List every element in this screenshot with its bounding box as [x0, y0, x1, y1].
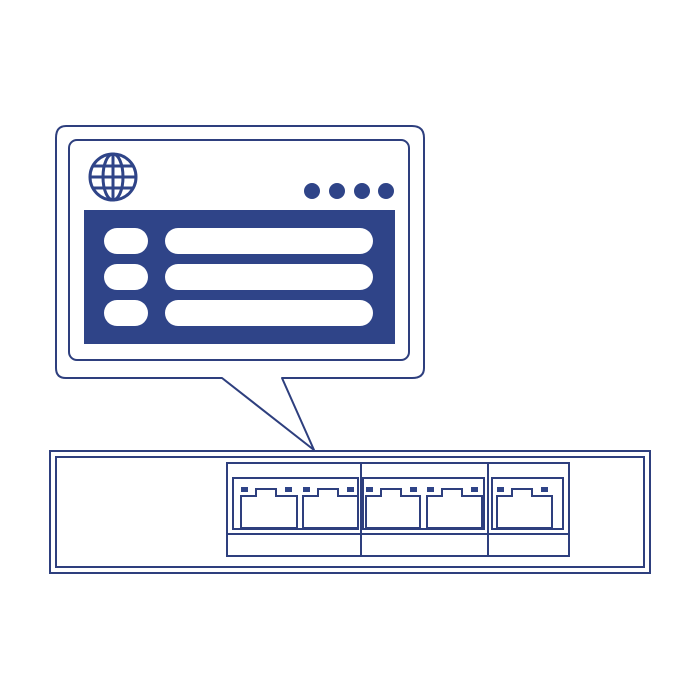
row-field-pill — [165, 300, 373, 326]
switch-outer-frame — [49, 450, 651, 574]
form-rows — [104, 228, 373, 326]
row-label-pill — [104, 228, 148, 254]
menu-dots-icon — [304, 183, 394, 199]
ethernet-port-icon — [302, 487, 359, 529]
row-field-pill — [165, 228, 373, 254]
ethernet-port-icon — [496, 487, 553, 529]
switch-inner-frame — [55, 456, 645, 568]
port-group-frame — [232, 477, 359, 530]
ethernet-ports — [240, 487, 553, 529]
row-label-pill — [104, 300, 148, 326]
callout-bubble — [55, 125, 425, 451]
globe-icon — [88, 152, 138, 202]
network-switch — [49, 450, 651, 574]
ethernet-port-icon — [426, 487, 483, 529]
ethernet-port-icon — [365, 487, 421, 529]
row-label-pill — [104, 264, 148, 290]
browser-window — [68, 139, 410, 361]
callout-outline — [55, 125, 425, 451]
browser-window-frame — [68, 139, 410, 361]
row-field-pill — [165, 264, 373, 290]
port-group-frame — [362, 477, 485, 530]
port-bay — [226, 462, 570, 557]
ethernet-port-icon — [240, 487, 298, 529]
